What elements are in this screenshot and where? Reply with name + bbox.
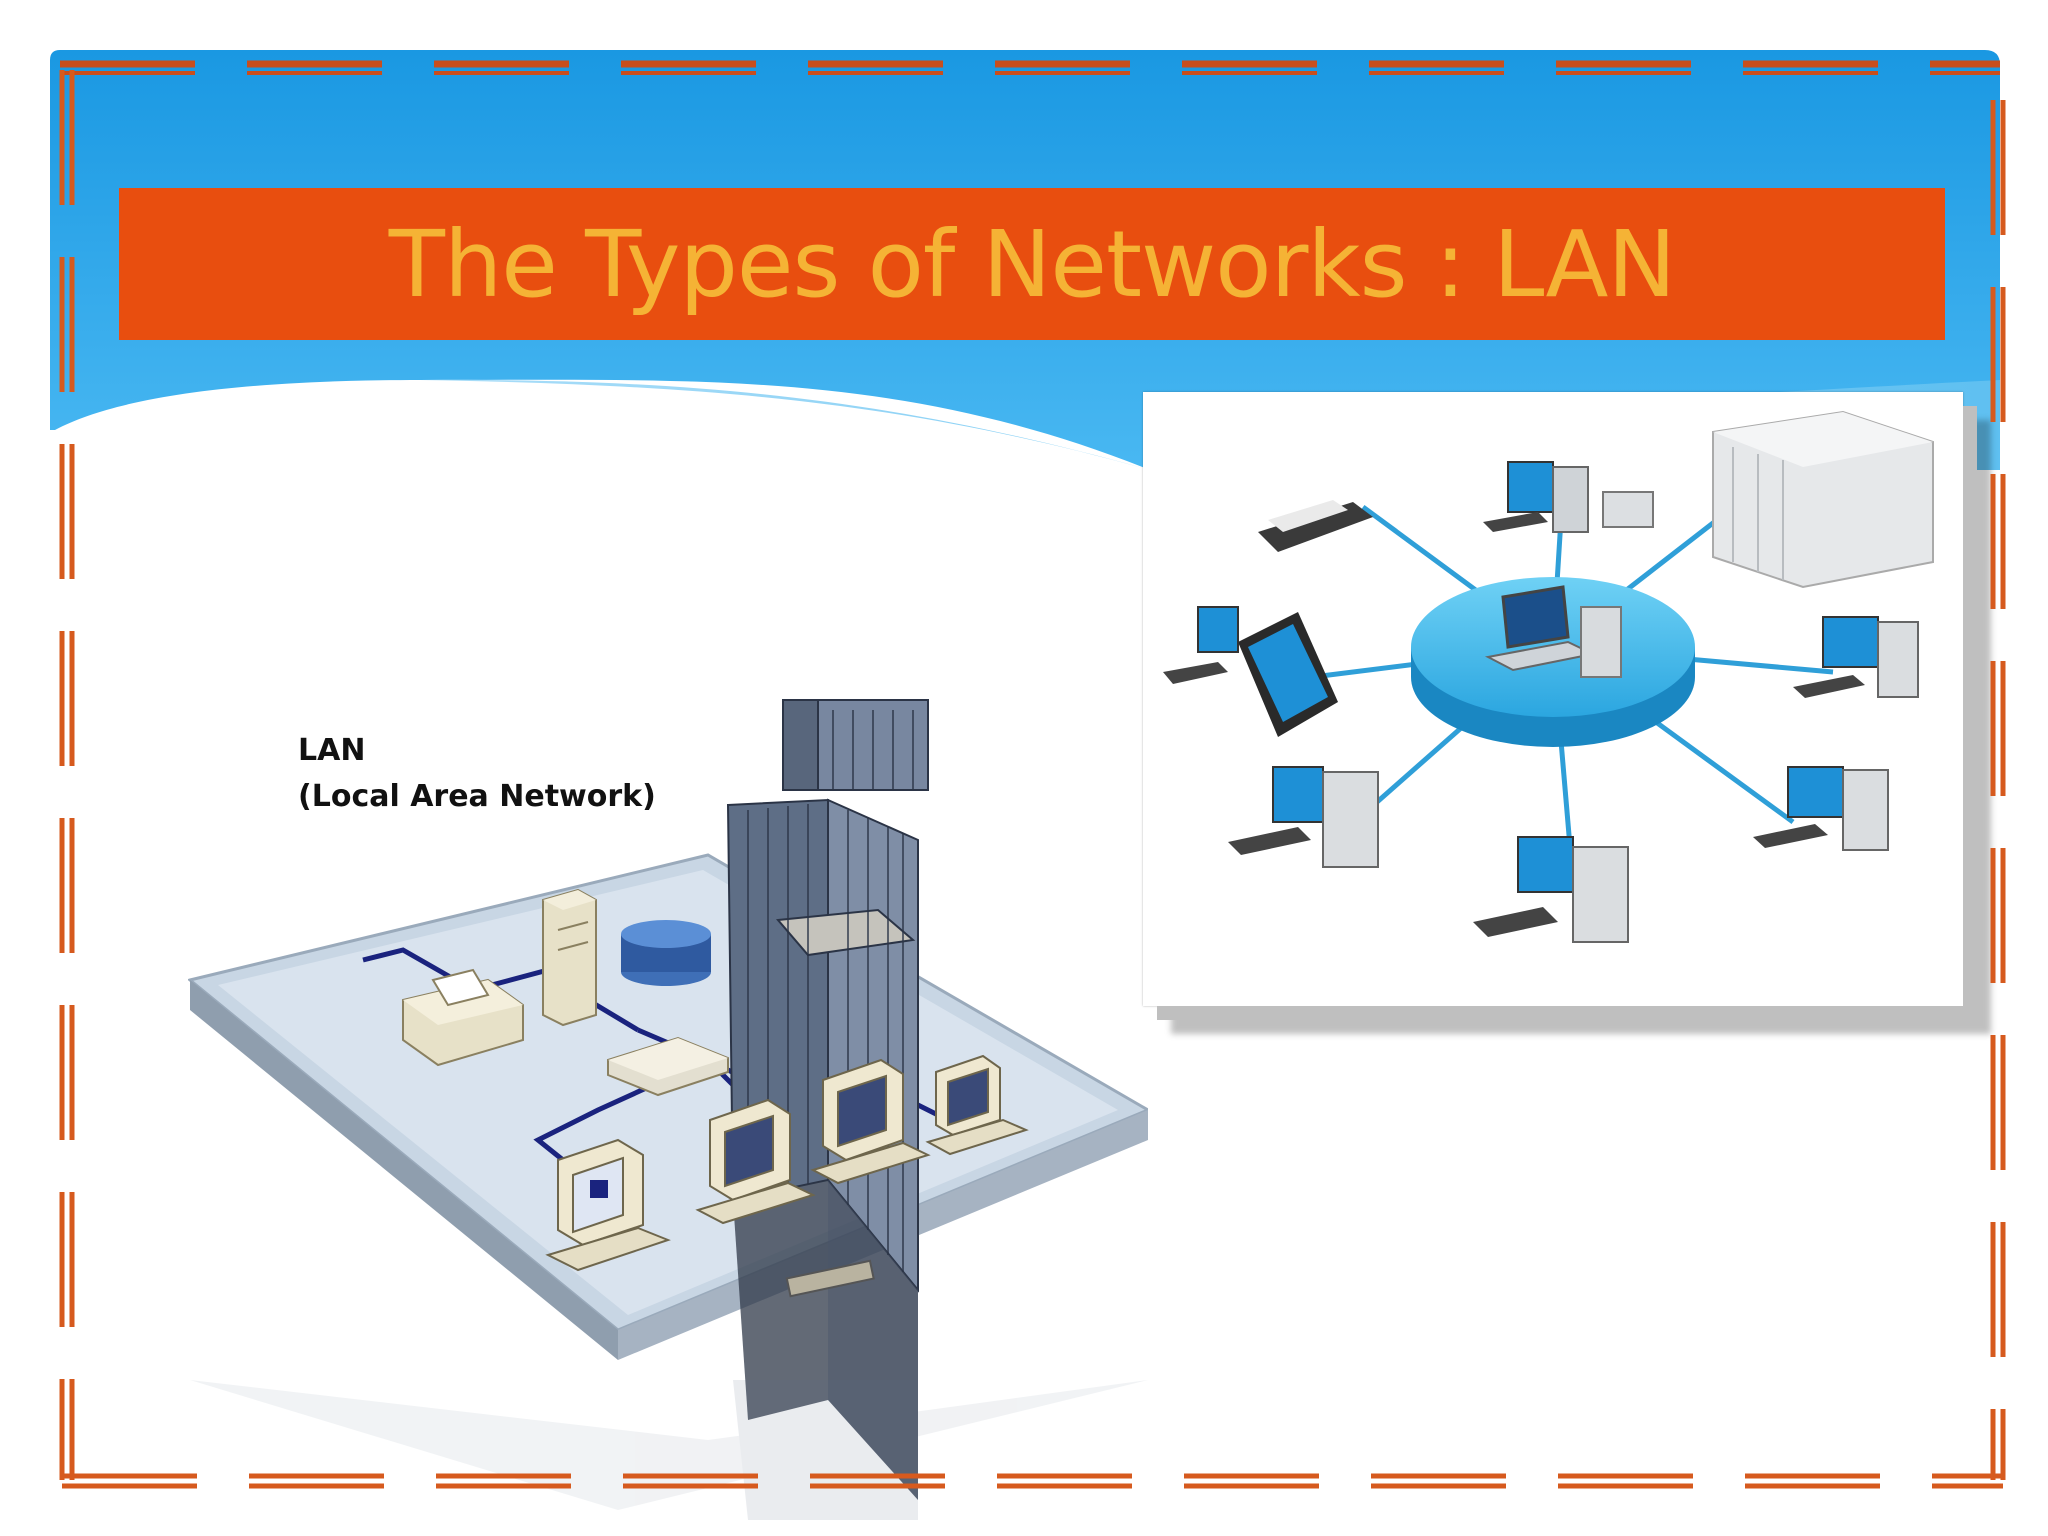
lan-building-illustration — [188, 699, 1148, 1520]
desktop-computer-icon — [1793, 616, 1919, 698]
computer-icon — [695, 1098, 816, 1225]
desktop-computer-icon — [1753, 766, 1889, 851]
computer-icon — [545, 1138, 671, 1272]
tablet-icon — [1238, 612, 1338, 737]
scanner-icon — [1258, 500, 1373, 552]
lan-label-subtitle: (Local Area Network) — [298, 779, 656, 814]
title-bar: The Types of Networks : LAN — [119, 188, 1945, 340]
lan-label-title: LAN — [298, 733, 366, 768]
hub-icon — [1411, 577, 1695, 747]
database-icon — [621, 920, 711, 986]
desktop-computer-icon — [1483, 461, 1654, 533]
computer-icon — [925, 1054, 1029, 1156]
desktop-computer-icon — [1228, 766, 1379, 868]
star-network-diagram — [1163, 410, 1934, 943]
router-icon — [607, 1036, 729, 1097]
desktop-computer-icon — [1163, 606, 1239, 684]
slide-title: The Types of Networks : LAN — [388, 210, 1676, 318]
desktop-computer-icon — [1473, 836, 1629, 943]
lan-label: LAN (Local Area Network) — [298, 728, 656, 820]
server-icon — [542, 888, 597, 1027]
server-rack-icon — [1712, 410, 1934, 589]
printer-icon — [402, 968, 524, 1067]
computer-icon — [810, 1058, 931, 1185]
star-network-image — [1143, 392, 1963, 1006]
reflection — [190, 1380, 1148, 1520]
